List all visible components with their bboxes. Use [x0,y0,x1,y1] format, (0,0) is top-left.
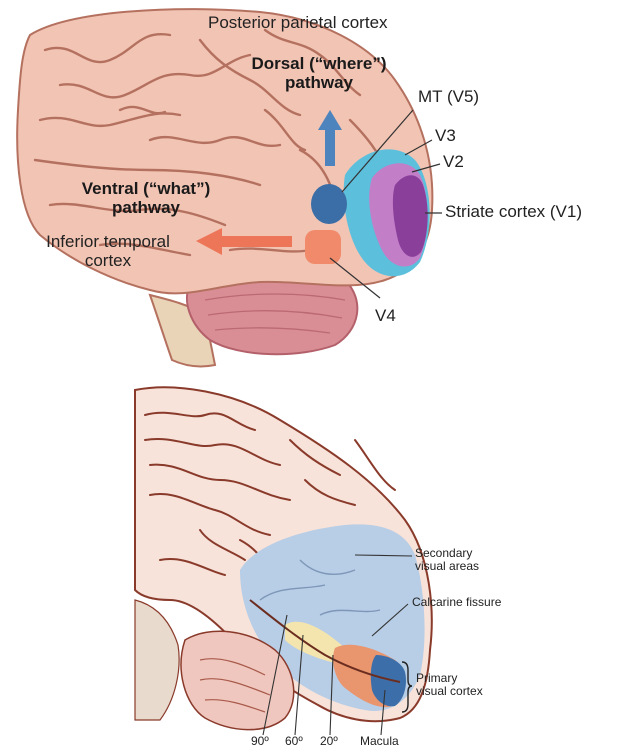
inferior-label-line2: cortex [18,252,198,271]
v4-label: V4 [375,307,396,326]
striate-cortex-label: Striate cortex (V1) [445,203,582,222]
mt-v5-region [311,184,347,224]
dorsal-pathway-label: Dorsal (“where”) pathway [236,55,402,92]
mt-v5-label: MT (V5) [418,88,479,107]
deg90-label: 90º [251,735,269,748]
secondary-visual-areas-label: Secondary visual areas [415,547,479,573]
v3-label: V3 [435,127,456,146]
v2-label: V2 [443,153,464,172]
secondary-label-line2: visual areas [415,560,479,573]
posterior-parietal-label: Posterior parietal cortex [208,14,388,33]
v4-region [305,230,341,264]
dorsal-label-line2: pathway [236,74,402,93]
bottom-brain-illustration [135,387,432,735]
ventral-pathway-label: Ventral (“what”) pathway [66,180,226,217]
primary-label-line2: visual cortex [416,685,483,698]
bottom-brainstem [135,600,179,720]
inferior-label-line1: Inferior temporal [18,233,198,252]
ventral-label-line2: pathway [66,199,226,218]
dorsal-label-line1: Dorsal (“where”) [236,55,402,74]
macula-label: Macula [360,735,399,748]
primary-visual-cortex-label: Primary visual cortex [416,672,483,698]
calcarine-fissure-label: Calcarine fissure [412,596,501,609]
deg20-label: 20º [320,735,338,748]
ventral-label-line1: Ventral (“what”) [66,180,226,199]
deg60-label: 60º [285,735,303,748]
inferior-temporal-label: Inferior temporal cortex [18,233,198,270]
